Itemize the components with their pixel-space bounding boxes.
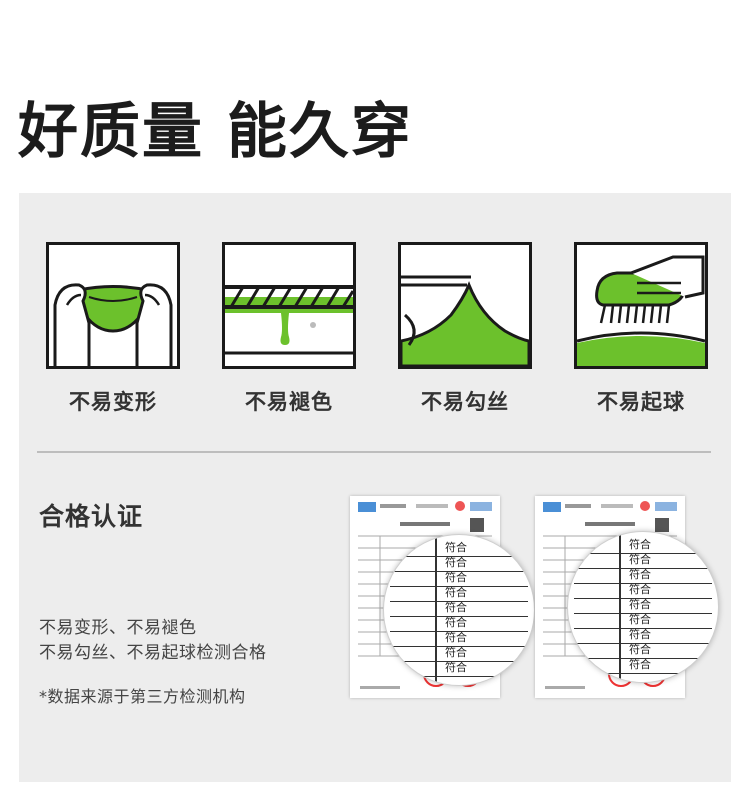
feature-card-snag — [398, 242, 532, 369]
table-row: 符合 — [574, 643, 712, 659]
report-2-magnifier: 符合 符合 符合 符合 符合 符合 符合 符合 符合 — [567, 531, 719, 683]
table-row: 符合 — [574, 553, 712, 569]
result-cell: 符合 — [629, 538, 651, 551]
feature-label-pilling: 不易起球 — [597, 390, 685, 414]
table-row: 符合 — [390, 571, 528, 587]
feature-card-fade — [222, 242, 356, 369]
result-cell: 符合 — [445, 556, 467, 569]
table-row: 符合 — [574, 538, 712, 554]
result-cell: 符合 — [445, 571, 467, 584]
table-row: 符合 — [574, 628, 712, 644]
report-1-magnifier: 符合 符合 符合 符合 符合 符合 符合 符合 符合 — [383, 534, 535, 686]
result-cell: 符合 — [629, 613, 651, 626]
table-row: 符合 — [390, 556, 528, 572]
result-cell: 符合 — [629, 568, 651, 581]
table-row: 符合 — [390, 616, 528, 632]
table-vline — [619, 532, 621, 682]
feature-label-fade: 不易褪色 — [245, 390, 333, 414]
stretch-hands-icon — [53, 283, 173, 366]
table-row: 符合 — [574, 658, 712, 674]
certification-title: 合格认证 — [39, 502, 144, 531]
table-row: 符合 — [574, 613, 712, 629]
result-cell: 符合 — [445, 541, 467, 554]
feature-card-deform — [46, 242, 180, 369]
result-cell: 符合 — [629, 598, 651, 611]
table-row: 符合 — [574, 598, 712, 614]
rope-dye-drip-icon — [225, 285, 353, 366]
feature-label-snag: 不易勾丝 — [421, 390, 509, 414]
result-cell: 符合 — [629, 583, 651, 596]
table-row: 符合 — [390, 541, 528, 557]
quality-panel: 不易变形 不易褪色 不易勾丝 — [19, 193, 731, 782]
table-row: 符合 — [390, 601, 528, 617]
brush-pilling-icon — [577, 255, 705, 366]
result-cell: 符合 — [629, 553, 651, 566]
section-divider — [37, 451, 711, 453]
table-row: 符合 — [390, 586, 528, 602]
feature-label-deform: 不易变形 — [69, 390, 157, 414]
table-row: 符合 — [574, 568, 712, 584]
table-row: 符合 — [390, 661, 528, 677]
certification-desc-line1: 不易变形、不易褪色 — [39, 618, 197, 638]
result-cell: 符合 — [445, 631, 467, 644]
table-row: 符合 — [390, 646, 528, 662]
result-cell: 符合 — [629, 628, 651, 641]
feature-card-pilling — [574, 242, 708, 369]
fabric-snag-icon — [401, 275, 529, 366]
result-cell: 符合 — [629, 643, 651, 656]
table-vline — [435, 535, 437, 685]
certification-desc-line2: 不易勾丝、不易起球检测合格 — [39, 643, 267, 663]
page-headline: 好质量 能久穿 — [18, 97, 413, 167]
result-cell: 符合 — [445, 601, 467, 614]
table-row: 符合 — [390, 631, 528, 647]
result-cell: 符合 — [445, 586, 467, 599]
table-row: 符合 — [574, 583, 712, 599]
result-cell: 符合 — [445, 661, 467, 674]
result-cell: 符合 — [445, 616, 467, 629]
result-cell: 符合 — [629, 658, 651, 671]
result-cell: 符合 — [445, 646, 467, 659]
certification-footnote: *数据来源于第三方检测机构 — [39, 687, 246, 706]
